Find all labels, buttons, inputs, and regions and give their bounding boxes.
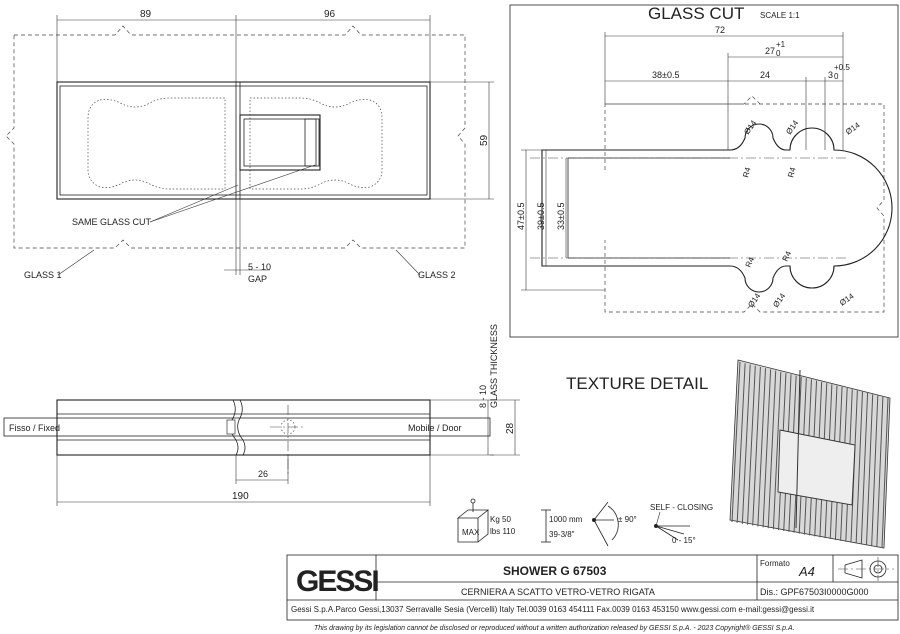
self-closing-icon: SELF - CLOSING 0 - 15°: [650, 503, 713, 545]
texture-title: TEXTURE DETAIL: [566, 374, 708, 393]
drawing-number: Dis.: GPF67503I0000G000: [760, 587, 869, 597]
r4-c: R4: [744, 255, 757, 269]
texture-rib: [747, 365, 756, 525]
angle-label: ± 90°: [618, 515, 637, 524]
texture-rib: [772, 371, 782, 530]
texture-rib: [876, 396, 884, 548]
gc-dim-27: 27: [765, 46, 775, 56]
r4-d: R4: [781, 249, 794, 263]
glass-cut-profile: [541, 123, 893, 293]
dim-28: 28: [505, 422, 516, 434]
gc-dim-27-tol2: 0: [776, 49, 781, 58]
glass-thickness-value: 8 - 10: [478, 385, 488, 408]
gc-dim-3-tol: +0.5: [834, 63, 850, 72]
hinge-body-top: [56, 81, 431, 200]
gc-dim-24: 24: [760, 70, 770, 80]
texture-rib: [762, 369, 772, 528]
gc-dim-38: 38±0.5: [652, 70, 679, 80]
dim-96: 96: [324, 9, 336, 20]
glass-thickness-label: GLASS THICKNESS: [489, 324, 499, 408]
r4-a: R4: [741, 166, 752, 179]
dim-59: 59: [479, 134, 490, 146]
mobile-label: Mobile / Door: [408, 423, 462, 433]
rotation-icon: ± 90°: [592, 501, 637, 547]
legal-notice: This drawing by its legislation cannot b…: [314, 624, 795, 632]
gc-dim-39: 39±0.5: [536, 203, 546, 230]
weight-kg: Kg 50: [490, 515, 511, 524]
weight-icon: MAX Kg 50 lbs 110: [456, 498, 516, 543]
hinge-body-side: [56, 399, 431, 456]
texture-rib: [881, 397, 889, 549]
gc-dim-33: 33±0.5: [556, 203, 566, 230]
side-view: Fisso / Fixed Mobile / Door 28 8 - 10 GL…: [3, 324, 520, 506]
projection-symbol-icon: [838, 557, 894, 581]
texture-detail: TEXTURE DETAIL: [566, 359, 891, 549]
dim-26: 26: [258, 469, 268, 479]
gc-dim-72: 72: [715, 25, 725, 35]
glass-cut-title: GLASS CUT: [648, 4, 744, 23]
texture-rib: [860, 393, 869, 545]
height-mm: 1000 mm: [549, 515, 583, 524]
height-in: 39-3/8": [549, 530, 575, 539]
glass-cut-frame: [509, 4, 899, 338]
self-closing-range: 0 - 15°: [672, 536, 696, 545]
phi14-e: Ø14: [771, 291, 787, 309]
gessi-logo: GESSI: [296, 565, 378, 598]
texture-rib: [855, 391, 863, 544]
height-icon: 1000 mm 39-3/8": [541, 509, 583, 543]
gc-dim-3: 3: [828, 70, 833, 80]
title-block: GESSI SHOWER G 67503 CERNIERA A SCATTO V…: [286, 554, 899, 632]
phi14-a: Ø14: [742, 118, 758, 136]
texture-rib: [767, 370, 777, 529]
phi14-d: Ø14: [746, 291, 762, 309]
dim-190: 190: [232, 491, 249, 502]
gc-dim-27-tol: +1: [776, 40, 786, 49]
hinge-center-block: [239, 114, 321, 171]
phi14-c: Ø14: [844, 120, 862, 136]
formato-value: A4: [798, 564, 815, 579]
texture-rib: [736, 363, 746, 523]
weight-lbs: lbs 110: [490, 527, 516, 536]
glass-1-label: GLASS 1: [24, 270, 62, 280]
formato-label: Formato: [760, 559, 790, 568]
texture-rib: [757, 368, 767, 527]
max-label: MAX: [462, 528, 480, 537]
fisso-label: Fisso / Fixed: [9, 423, 60, 433]
self-closing-label: SELF - CLOSING: [650, 503, 713, 512]
phi14-f: Ø14: [838, 291, 856, 307]
top-view: SAME GLASS CUT 89 96 59 GLASS 1 GLASS 2 …: [5, 9, 494, 284]
gap-value: 5 - 10: [248, 262, 271, 272]
r4-b: R4: [786, 166, 797, 179]
texture-rib: [871, 395, 879, 547]
same-glass-cut-label: SAME GLASS CUT: [72, 217, 152, 227]
texture-rib: [752, 366, 761, 526]
texture-rib: [741, 364, 751, 524]
gc-dim-3-tol2: 0: [834, 72, 839, 81]
product-description: CERNIERA A SCATTO VETRO-VETRO RIGATA: [461, 587, 655, 597]
glass-cut-panel: GLASS CUT SCALE 1:1 72 27 +1 0 38±0.5 24…: [509, 4, 899, 338]
product-name: SHOWER G 67503: [503, 564, 607, 578]
texture-ribs: [731, 361, 889, 549]
gap-label: GAP: [248, 274, 267, 284]
texture-rib: [731, 361, 741, 523]
company-address: Gessi S.p.A.Parco Gessi,13037 Serravalle…: [291, 605, 815, 614]
gc-dim-47: 47±0.5: [516, 203, 526, 230]
specs-icons: MAX Kg 50 lbs 110 1000 mm 39-3/8" ± 90° …: [456, 498, 713, 547]
texture-rib: [865, 394, 874, 546]
dim-89: 89: [140, 9, 152, 20]
glass-2-label: GLASS 2: [418, 270, 456, 280]
glass-cut-scale: SCALE 1:1: [760, 11, 800, 20]
